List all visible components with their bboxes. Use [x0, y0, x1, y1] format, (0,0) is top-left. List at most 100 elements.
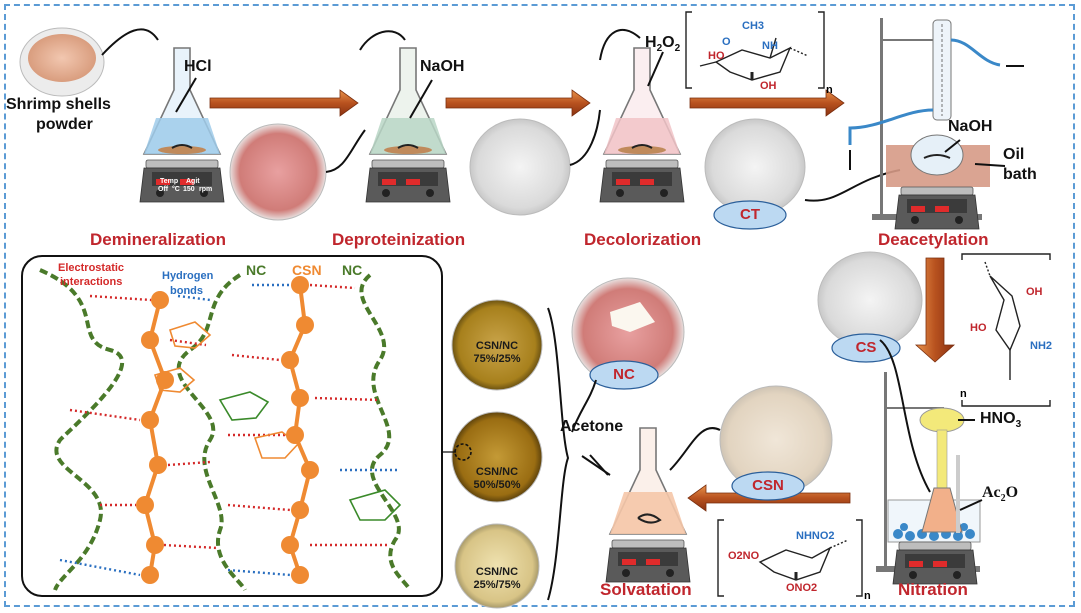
label-electrostatic-2: interactions	[60, 276, 123, 288]
hotplate-6	[605, 539, 691, 583]
molecule-sketch	[153, 321, 402, 521]
label-ct: CT	[740, 206, 760, 223]
hydrogen-bond-lines	[59, 283, 400, 577]
csn-label-ellipse	[731, 471, 805, 501]
chitin-o: O	[722, 36, 731, 48]
label-acetone: Acetone	[560, 418, 624, 435]
label-electrostatic-1: Electrostatic	[58, 262, 125, 274]
hotplate-degc-1: °C	[172, 186, 180, 193]
label-nc-right: NC	[342, 262, 363, 278]
pointer-naoh-1	[409, 79, 433, 119]
hotplate-temp-1: Temp	[160, 178, 179, 185]
chitosan-nh2: NH2	[1030, 340, 1053, 352]
step-nitration: Nitration	[898, 580, 968, 599]
feed-line-9	[571, 379, 597, 433]
pointer-blend	[581, 455, 611, 476]
hotplate-off-1: Off	[158, 186, 169, 193]
zoom-marker	[454, 443, 472, 461]
step-solvatation: Solvatation	[600, 580, 692, 599]
csn-o2no: O2NO	[728, 550, 760, 562]
csn-structure	[717, 519, 863, 597]
diagram-frame	[4, 4, 1075, 607]
arrow-down	[914, 257, 956, 363]
feed-line-8	[669, 427, 721, 471]
csn-nhno2: NHNO2	[796, 530, 835, 542]
label-hydrogen-1: Hydrogen	[162, 270, 214, 282]
label-ac2o: Ac2O	[982, 484, 1019, 505]
chitin-ho: HO	[708, 50, 725, 62]
nc-label-ellipse	[589, 360, 659, 390]
label-csn-mid: CSN	[292, 262, 322, 278]
shrimp-powder-dish	[19, 27, 105, 97]
hotplate-rpm-1: rpm	[199, 186, 213, 193]
hotplate-rpmval-1: 150	[183, 186, 195, 193]
label-cs: CS	[855, 339, 877, 356]
chitin-n: n	[826, 84, 833, 96]
chitin-nh: NH	[762, 40, 778, 52]
label-naoh-1: NaOH	[420, 58, 465, 75]
label-hcl: HCl	[184, 58, 212, 75]
pointer-oil-bath	[974, 163, 1006, 167]
cs-label-ellipse	[831, 333, 901, 363]
flask-solvatation	[608, 427, 688, 535]
csn-ono2: ONO2	[786, 582, 818, 594]
hotplate-1	[139, 159, 225, 203]
label-nc-left: NC	[246, 262, 267, 278]
pointer-hcl	[175, 77, 197, 113]
feed-line-7	[879, 339, 931, 493]
chitosan-oh: OH	[1026, 286, 1043, 298]
hotplate-3	[599, 159, 685, 203]
interaction-inset	[21, 255, 443, 597]
deproteinized-dish	[229, 123, 327, 221]
flask-decolorization	[602, 47, 682, 155]
feed-line-5	[599, 28, 641, 61]
chitin-oh: OH	[760, 80, 777, 92]
step-demineralization: Demineralization	[90, 230, 227, 249]
label-bath: bath	[1003, 166, 1037, 183]
feed-line-2	[325, 129, 366, 173]
feed-line-1	[101, 28, 159, 56]
chitosan-n: n	[960, 388, 967, 400]
step-deacetylation: Deacetylation	[878, 230, 989, 249]
chitosan-ho: HO	[970, 322, 987, 334]
arrow-1	[209, 89, 359, 117]
hotplate-4	[894, 186, 980, 230]
arrow-2	[445, 89, 591, 117]
label-h2o2: H2O2	[645, 34, 681, 55]
chitin-ch3: CH3	[742, 20, 765, 32]
csn-beads	[136, 276, 319, 584]
blend-dish-1	[451, 299, 543, 391]
deproteinized-white-dish	[469, 118, 571, 216]
reflux-apparatus	[848, 18, 1001, 220]
label-shrimp-line1: Shrimp shells	[6, 96, 111, 113]
arrow-3	[689, 89, 845, 117]
hotplate-agit-1: Agit	[186, 178, 200, 185]
pointer-naoh-2	[944, 139, 961, 153]
label-shrimp-line2: powder	[36, 116, 93, 133]
csn-n: n	[864, 590, 871, 602]
label-hydrogen-2: bonds	[170, 285, 203, 297]
pointer-ac2o	[959, 499, 983, 511]
flask-deproteinization	[368, 47, 448, 155]
step-deproteinization: Deproteinization	[332, 230, 466, 249]
feed-line-4	[569, 109, 601, 166]
label-nc: NC	[613, 366, 635, 383]
feed-line-3	[359, 30, 406, 51]
blend-bracket	[547, 307, 570, 601]
chitin-structure	[685, 11, 825, 89]
pointer-h2o2	[647, 51, 664, 87]
hotplate-5	[892, 541, 978, 585]
label-csn: CSN	[752, 477, 784, 494]
ct-label-ellipse	[713, 200, 787, 230]
blend-dish-2	[451, 411, 543, 503]
electrostatic-lines	[69, 283, 390, 550]
feed-line-6	[804, 169, 901, 202]
chitosan-structure	[961, 253, 1051, 407]
hotplate-2	[365, 159, 451, 203]
label-oil: Oil	[1003, 146, 1025, 163]
label-naoh-2: NaOH	[948, 118, 993, 135]
